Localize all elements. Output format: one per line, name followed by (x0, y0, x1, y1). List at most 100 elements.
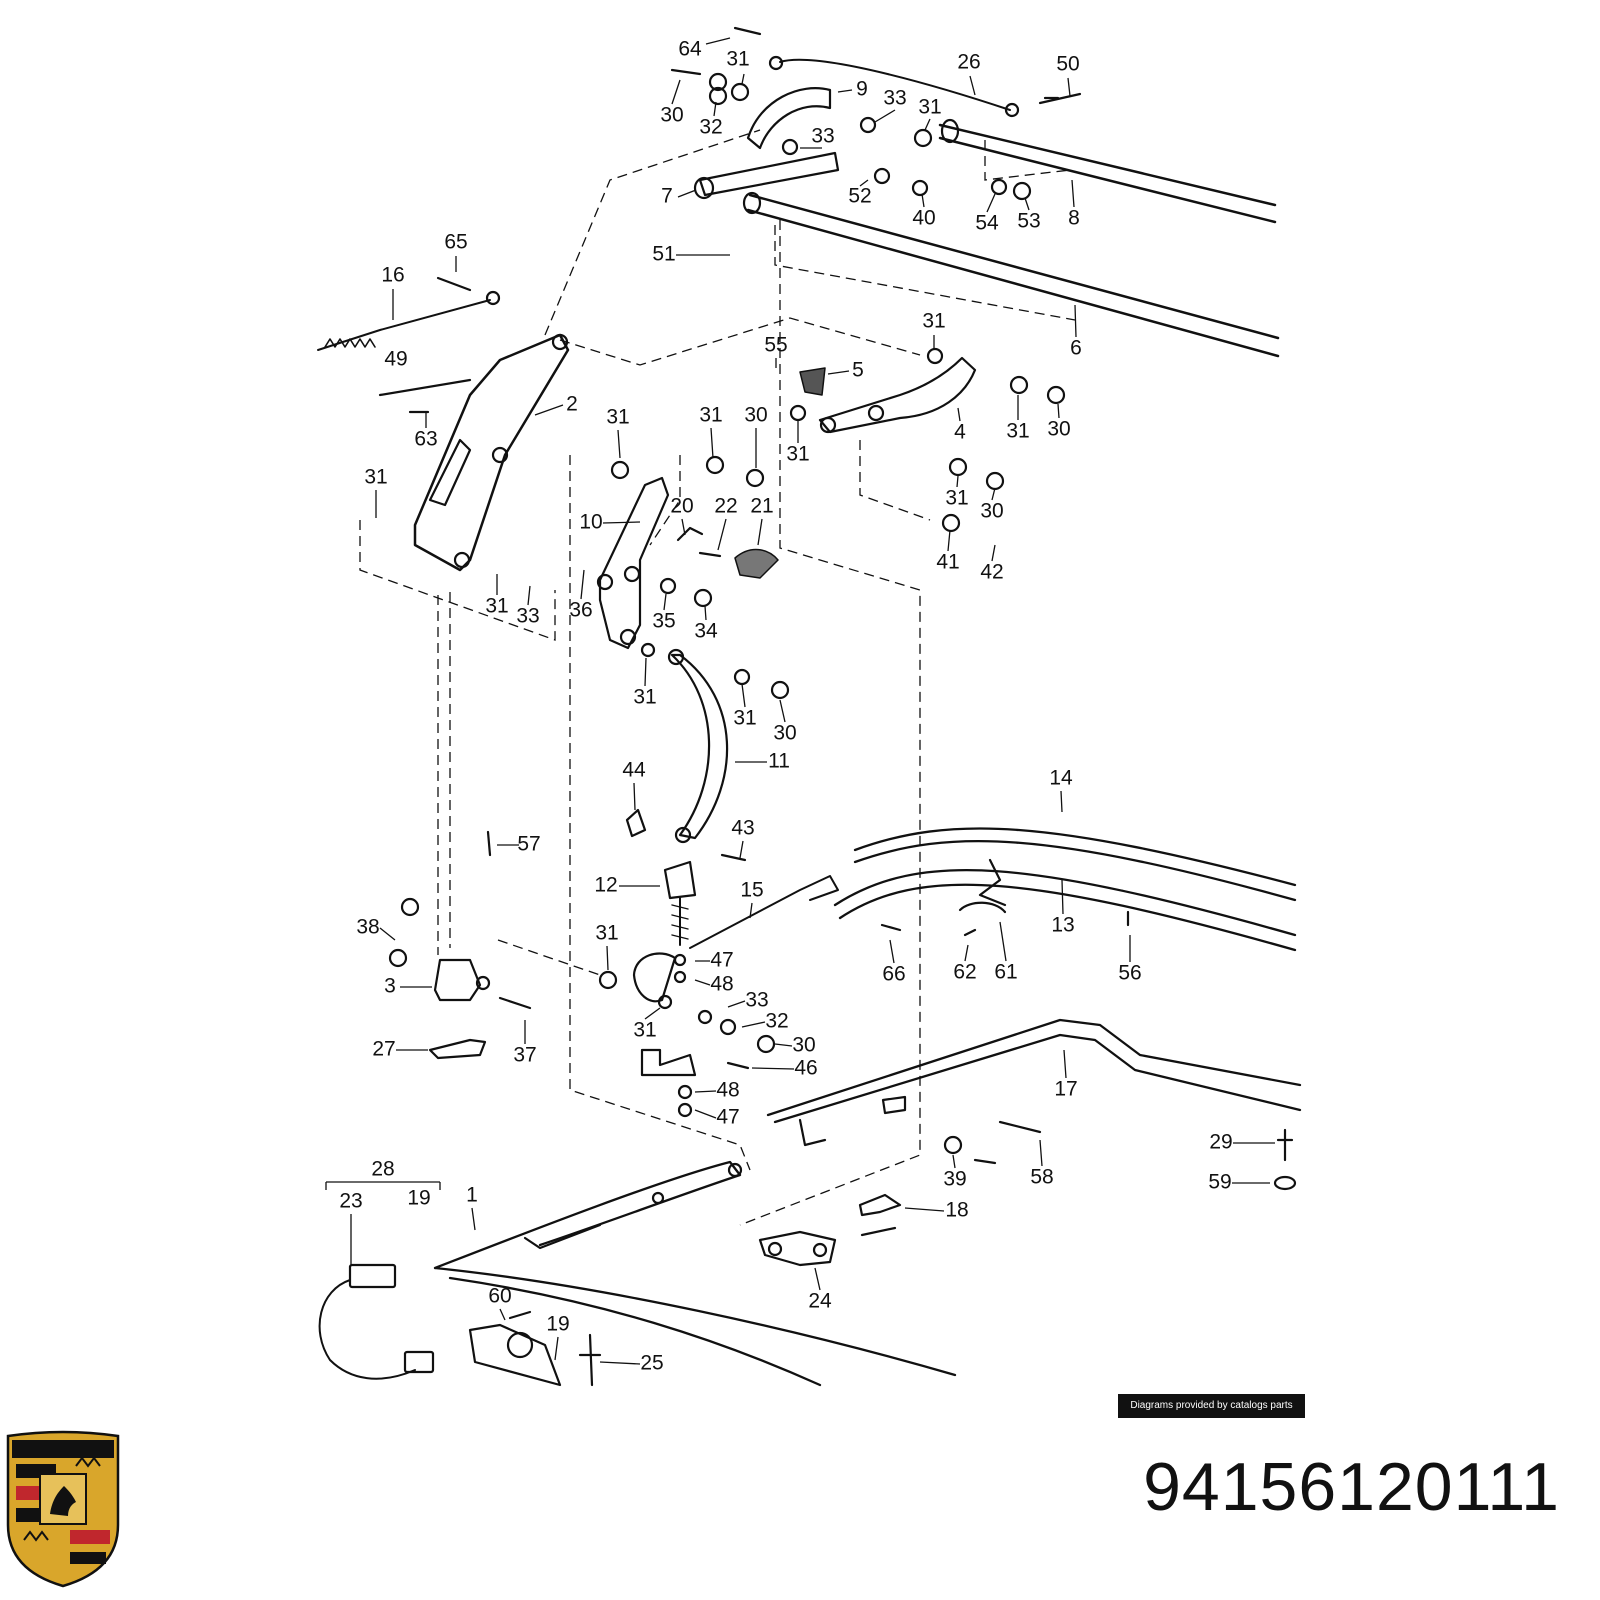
callout-37: 37 (513, 1044, 536, 1067)
callout-17: 17 (1054, 1078, 1077, 1101)
callout-28: 28 (371, 1158, 394, 1181)
callout-32: 32 (699, 116, 722, 139)
callout-58: 58 (1030, 1166, 1053, 1189)
callout-46: 46 (794, 1057, 817, 1080)
callout-29: 29 (1209, 1131, 1232, 1154)
callout-50: 50 (1056, 53, 1079, 76)
link-2 (413, 333, 570, 572)
callout-59: 59 (1208, 1171, 1231, 1194)
callout-48: 48 (716, 1079, 739, 1102)
link-9 (746, 87, 832, 150)
callout-31: 31 (633, 1019, 656, 1042)
callout-61: 61 (994, 961, 1017, 984)
bracket-24 (758, 1230, 837, 1267)
callout-31: 31 (786, 443, 809, 466)
callout-30: 30 (660, 104, 683, 127)
callout-30: 30 (744, 404, 767, 427)
callout-6: 6 (1070, 337, 1082, 360)
plate-27 (428, 1038, 487, 1060)
callout-40: 40 (912, 207, 935, 230)
bracket-3 (433, 958, 482, 1002)
callout-34: 34 (694, 620, 718, 643)
callout-7: 7 (661, 185, 673, 208)
callout-33: 33 (811, 125, 834, 148)
callout-64: 64 (678, 38, 702, 61)
callout-63: 63 (414, 428, 437, 451)
link-11 (670, 653, 729, 840)
callout-31: 31 (364, 466, 387, 489)
module-19 (468, 1323, 562, 1387)
callout-52: 52 (848, 185, 871, 208)
callout-60: 60 (488, 1285, 511, 1308)
callout-32: 32 (765, 1010, 788, 1033)
callout-51: 51 (652, 243, 675, 266)
callout-31: 31 (918, 96, 941, 119)
callout-15: 15 (740, 879, 763, 902)
callout-55: 55 (764, 334, 787, 357)
callout-13: 13 (1051, 914, 1074, 937)
plate-5 (799, 367, 826, 396)
callout-22: 22 (714, 495, 737, 518)
callout-30: 30 (792, 1034, 815, 1057)
callout-62: 62 (953, 961, 976, 984)
part-number: 94156120111 (1143, 1449, 1560, 1525)
callout-31: 31 (733, 707, 756, 730)
callout-54: 54 (975, 212, 999, 235)
callout-31: 31 (726, 48, 749, 71)
callout-33: 33 (516, 605, 539, 628)
callout-11: 11 (768, 750, 790, 773)
callout-14: 14 (1049, 767, 1073, 790)
porsche-crest-logo (6, 1430, 120, 1588)
callout-31: 31 (595, 922, 618, 945)
callout-10: 10 (579, 511, 602, 534)
callout-57: 57 (517, 833, 540, 856)
callout-39: 39 (943, 1168, 966, 1191)
callout-4: 4 (954, 421, 966, 444)
callout-66: 66 (882, 963, 905, 986)
callout-65: 65 (444, 231, 467, 254)
roof-bow-rear (938, 123, 1277, 224)
rail-17 (766, 1018, 1302, 1124)
callout-47: 47 (710, 949, 733, 972)
callout-19: 19 (546, 1313, 569, 1336)
cable-26 (779, 58, 1011, 111)
callout-42: 42 (980, 561, 1003, 584)
callout-30: 30 (773, 722, 796, 745)
credit-badge: Diagrams provided by catalogs parts (1118, 1394, 1305, 1418)
callout-30: 30 (980, 500, 1003, 523)
callout-43: 43 (731, 817, 754, 840)
bracket-18 (858, 1193, 902, 1217)
callout-8: 8 (1068, 207, 1080, 230)
callout-20: 20 (670, 495, 693, 518)
callout-31: 31 (922, 310, 945, 333)
pad-21 (734, 548, 779, 579)
bracket-12 (663, 860, 697, 900)
callout-27: 27 (372, 1038, 395, 1061)
body-panel-1 (433, 1160, 957, 1387)
callout-12: 12 (594, 874, 617, 897)
callout-41: 41 (936, 551, 959, 574)
callout-31: 31 (606, 406, 629, 429)
callout-18: 18 (945, 1199, 968, 1222)
callout-31: 31 (485, 595, 508, 618)
callout-33: 33 (883, 87, 906, 110)
callout-33: 33 (745, 989, 768, 1012)
callout-23: 23 (339, 1190, 362, 1213)
callout-9: 9 (856, 78, 868, 101)
callout-16: 16 (381, 264, 404, 287)
callout-2: 2 (566, 393, 578, 416)
harness-23 (318, 1279, 416, 1380)
rail-14 (853, 827, 1297, 902)
callout-21: 21 (750, 495, 773, 518)
callout-38: 38 (356, 916, 379, 939)
callout-56: 56 (1118, 962, 1141, 985)
link-10 (598, 476, 670, 650)
callout-1: 1 (466, 1184, 478, 1207)
callout-19: 19 (407, 1187, 430, 1210)
link-7 (698, 151, 840, 197)
roof-bow-6 (746, 193, 1280, 358)
callout-25: 25 (640, 1352, 663, 1375)
callout-53: 53 (1017, 210, 1040, 233)
